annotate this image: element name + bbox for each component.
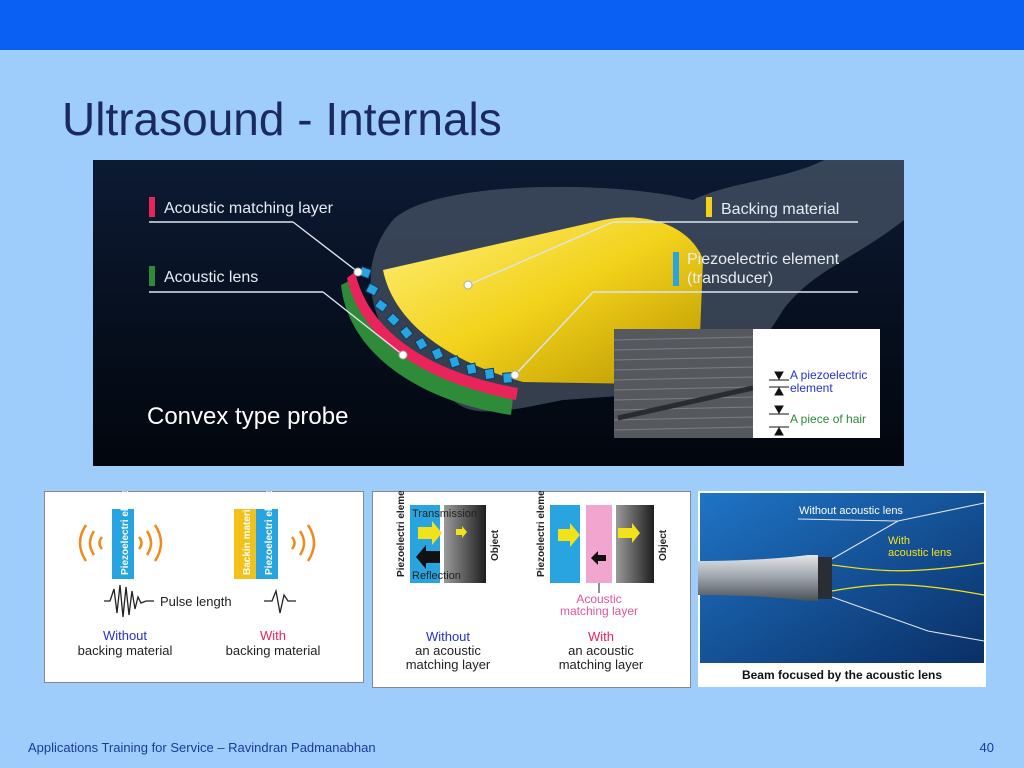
backing-right-backing-label: Backin material (242, 501, 253, 575)
reflection-label: Reflection (412, 570, 461, 582)
transmitted-arrow-left (456, 526, 467, 538)
long-pulse-waveform (104, 584, 154, 618)
page-number: 40 (979, 740, 994, 755)
matching-acoustic-line1: Acoustic (576, 592, 621, 606)
label-acoustic-matching-layer: Acoustic matching layer (164, 200, 334, 217)
inset-legend-box (753, 329, 880, 438)
acoustic-lens-strip (341, 280, 513, 415)
backing-without-sub: backing material (78, 643, 173, 658)
inset-hair-label: A piece of hair (790, 412, 866, 426)
backing-right-piezo (256, 509, 278, 579)
inset-microscope: A piezoelectric element A piece of hair (613, 329, 880, 438)
backing-without: Without (103, 628, 147, 643)
sound-wave-left (78, 524, 163, 562)
label-piezo-line2: (transducer) (687, 270, 773, 287)
backing-panel-frame (44, 491, 364, 683)
backing-with-sub: backing material (226, 643, 321, 658)
transmit-arrow-left (418, 521, 442, 545)
hair-strand (617, 385, 754, 421)
matching-right-piezo (550, 505, 580, 583)
acoustic-lens-diagram: Without acoustic lens With acoustic lens… (698, 491, 986, 687)
backing-material-diagram: Piezoelectri element Backin material Pie… (44, 491, 364, 683)
leader-dots (353, 267, 520, 380)
matching-layer-strip (347, 272, 518, 400)
convex-probe-diagram: Acoustic matching layer Acoustic lens Ba… (93, 160, 904, 466)
backing-swatch (706, 197, 712, 217)
focused-beam (831, 562, 985, 596)
matching-layer-diagram: Piezoelectri element Object Transmission… (372, 491, 691, 688)
backing-right-piezo-label: Piezoelectri element (264, 491, 275, 575)
backing-left-piezo-label: Piezoelectri element (120, 491, 131, 575)
matching-right-object (616, 505, 654, 583)
leader-lines (149, 221, 858, 376)
backing-right-backing (234, 509, 256, 579)
lens-caption: Beam focused by the acoustic lens (742, 668, 942, 682)
transmitted-arrow-right (618, 523, 640, 543)
matching-left-piezo-label: Piezoelectri element (396, 491, 407, 577)
matching-with-sub2: matching layer (559, 657, 644, 672)
transmit-arrow-right (558, 523, 580, 547)
matching-left-object-label: Object (490, 529, 501, 561)
matching-without: Without (426, 629, 470, 644)
lens-swatch (149, 266, 155, 286)
slide-title: Ultrasound - Internals (62, 93, 502, 145)
reflect-arrow-right (591, 551, 606, 565)
matching-right-piezo-label: Piezoelectri element (536, 491, 547, 577)
label-piezo-line1: Piezoelectric element (687, 251, 840, 268)
top-bar (0, 0, 1024, 50)
matching-with-sub1: an acoustic (568, 643, 634, 658)
inset-photo (614, 329, 753, 438)
label-convex-type-probe: Convex type probe (147, 403, 348, 430)
short-pulse-waveform (264, 588, 296, 614)
matching-layer-swatch (149, 197, 155, 217)
label-acoustic-lens: Acoustic lens (164, 269, 258, 286)
matching-acoustic-line2: matching layer (560, 604, 638, 618)
footer-credit: Applications Training for Service – Ravi… (28, 740, 376, 755)
with-lens-line2: acoustic lens (888, 547, 952, 559)
label-backing-material: Backing material (721, 201, 839, 218)
matching-right-layer (586, 505, 612, 583)
inset-piezo-line1: A piezoelectric (790, 368, 867, 382)
piezo-swatch (673, 252, 679, 286)
pulse-length-label: Pulse length (160, 594, 232, 609)
backing-with: With (260, 628, 286, 643)
transmission-label: Transmission (412, 508, 477, 520)
matching-without-sub2: matching layer (406, 657, 491, 672)
inset-piezo-line2: element (790, 381, 833, 395)
backing-left-piezo (112, 509, 134, 579)
matching-with: With (588, 629, 614, 644)
probe-tip (818, 557, 832, 599)
reflect-arrow-left (416, 545, 440, 569)
without-lens-leader (797, 518, 899, 522)
without-lens-label: Without acoustic lens (799, 505, 903, 517)
matching-without-sub1: an acoustic (415, 643, 481, 658)
sound-wave-right (290, 524, 316, 562)
probe-body (698, 555, 818, 601)
matching-right-object-label: Object (658, 529, 669, 561)
matching-left-piezo (410, 505, 440, 583)
with-lens-line1: With (888, 535, 910, 547)
matching-left-object (444, 505, 486, 583)
